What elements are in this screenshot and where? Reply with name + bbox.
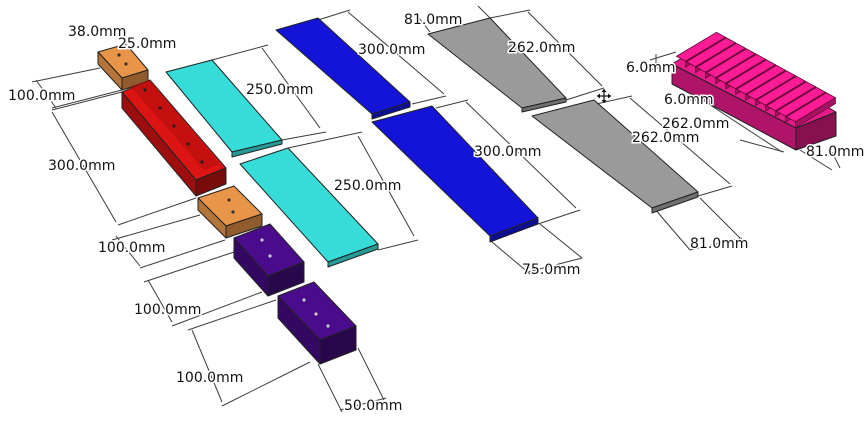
dim-label-cyan2-length: 250.0mm [334,178,401,194]
dimension-labels: 38.0mm 25.0mm 100.0mm 300.0mm 100.0mm 10… [7,11,866,416]
bolt-hole [200,160,204,164]
blue-top-face [371,105,539,237]
bolt-hole [268,254,272,258]
bolt-hole [260,238,264,242]
red-rail[interactable] [121,79,227,197]
purple-side-face [319,325,357,365]
magenta-comb[interactable] [671,31,837,151]
dimension-lines [31,5,841,413]
orange-side-face [225,213,263,239]
dim-label-blue-width: 75.0mm [522,262,580,278]
bolt-hole [302,298,306,302]
dim-label-gray-bottom-width: 81.0mm [690,236,748,252]
bolt-hole [186,142,190,146]
dim-label-gray-top-width: 81.0mm [404,12,462,28]
dim-label-comb-length: 262.0mm [662,116,729,132]
bolt-hole [117,53,121,57]
dim-label-purple-width: 50.0mm [344,398,402,414]
dim-label-cyan1-length: 250.0mm [246,82,313,98]
move-cursor-icon [597,89,611,103]
dim-label-blue2-length: 300.0mm [474,144,541,160]
blue-top-face [275,17,411,115]
dim-label-blue1-length: 300.0mm [358,42,425,58]
dim-label-red-length: 300.0mm [48,158,115,174]
gray-edge-face [521,97,567,113]
dim-label-comb-depth: 6.0mm [664,92,714,108]
purple-block-1[interactable] [233,223,305,297]
dim-label-gray1-length: 262.0mm [508,40,575,56]
comb-ridges [675,31,837,129]
bolt-hole [231,210,235,214]
orange-block-bottom[interactable] [197,185,263,239]
red-side-face [195,167,227,197]
cyan-plate-1[interactable] [165,59,283,158]
bolt-hole [124,62,128,66]
cyan-plate-2[interactable] [239,147,379,268]
gray-plate-2[interactable] [531,99,699,214]
comb-tooth-side [795,97,836,129]
dim-label-purple1-length: 100.0mm [134,302,201,318]
blue-plate-1[interactable] [275,17,411,120]
gray-top-face [427,17,567,109]
gray-plate-1[interactable] [427,17,567,113]
bolt-hole [158,106,162,110]
cyan-edge-face [327,243,379,268]
bolt-hole [326,324,330,328]
blue-edge-face [489,217,539,243]
dim-label-orange-width: 38.0mm [68,24,126,40]
bolt-hole [314,312,318,316]
blue-edge-face [371,101,411,120]
bolt-hole [227,198,231,202]
dim-label-purple2-length: 100.0mm [176,370,243,386]
blue-plate-2[interactable] [371,105,539,243]
dim-label-orange2-length: 100.0mm [98,240,165,256]
gray-edge-face [651,191,699,214]
cyan-edge-face [231,139,283,158]
purple-side-face [267,261,305,297]
bolt-hole [172,124,176,128]
dim-label-gray2-length: 262.0mm [632,130,699,146]
purple-block-2[interactable] [277,281,357,365]
orange-block-top[interactable] [97,43,149,91]
bolt-hole [143,88,147,92]
dim-label-comb-height: 6.0mm [626,60,676,76]
dim-label-orange-height: 25.0mm [118,36,176,52]
dim-label-orange-length: 100.0mm [8,88,75,104]
dim-label-comb-width: 81.0mm [806,144,864,160]
